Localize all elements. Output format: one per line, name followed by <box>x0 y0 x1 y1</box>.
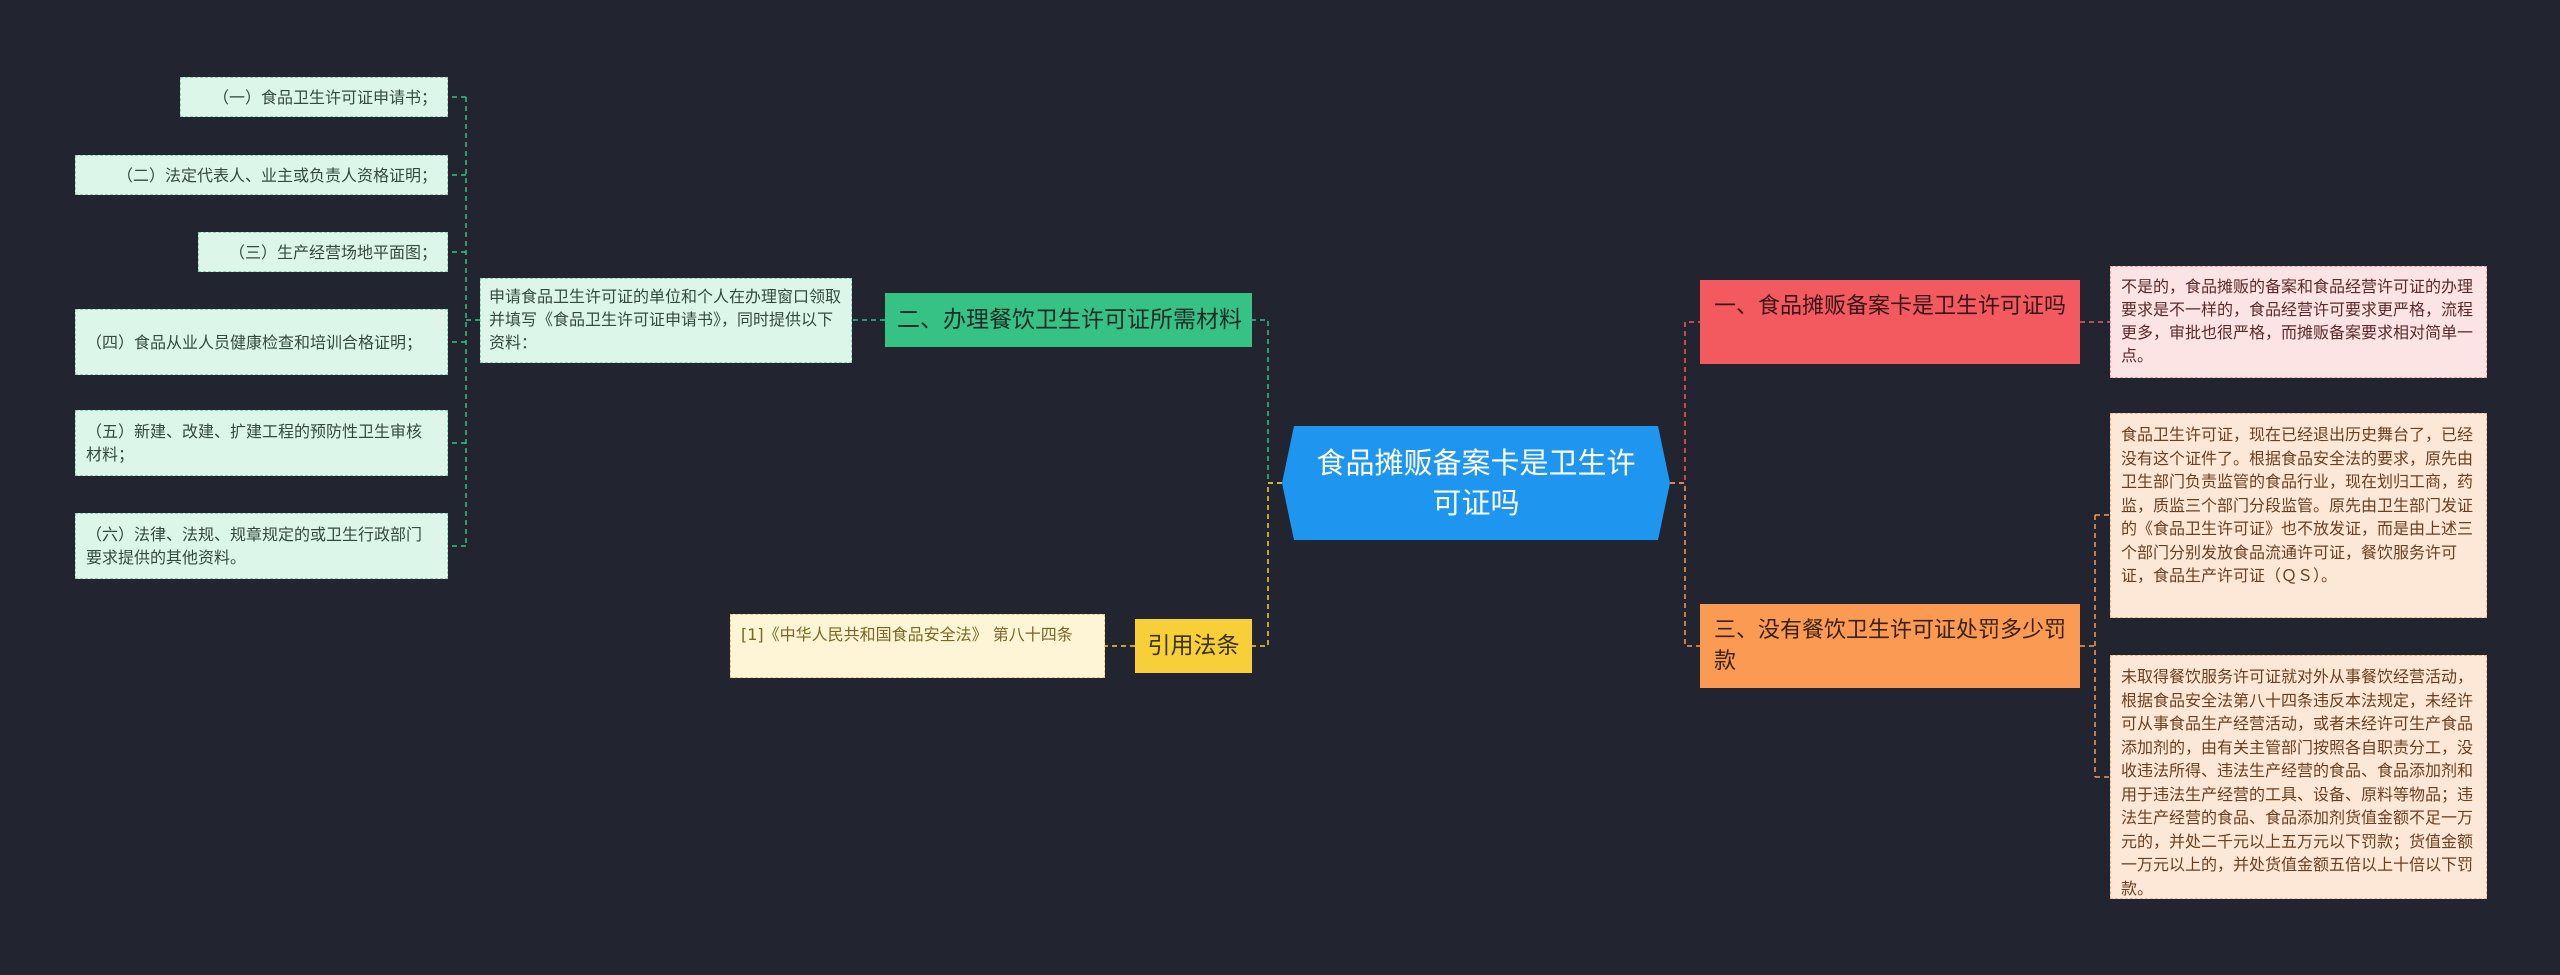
materials-item-6[interactable]: （六）法律、法规、规章规定的或卫生行政部门要求提供的其他资料。 <box>75 513 448 579</box>
penalty-detail-2[interactable]: 未取得餐饮服务许可证就对外从事餐饮经营活动，根据食品安全法第八十四条违反本法规定… <box>2110 655 2487 899</box>
link-root-answer <box>1670 321 1700 484</box>
link-root-law <box>1252 482 1282 647</box>
penalty-detail-1[interactable]: 食品卫生许可证，现在已经退出历史舞台了，已经没有这个证件了。根据食品安全法的要求… <box>2110 413 2487 618</box>
materials-item-5[interactable]: （五）新建、改建、扩建工程的预防性卫生审核材料； <box>75 410 448 476</box>
materials-item-6-text: （六）法律、法规、规章规定的或卫生行政部门要求提供的其他资料。 <box>86 525 423 567</box>
materials-item-4-text: （四）食品从业人员健康检查和培训合格证明； <box>86 332 423 352</box>
link-root-materials <box>1252 319 1282 484</box>
materials-description-text: 申请食品卫生许可证的单位和个人在办理窗口领取并填写《食品卫生许可证申请书》，同时… <box>489 287 842 352</box>
materials-item-3[interactable]: （三）生产经营场地平面图； <box>198 232 448 272</box>
materials-item-2-text: （二）法定代表人、业主或负责人资格证明； <box>116 165 437 185</box>
materials-item-4[interactable]: （四）食品从业人员健康检查和培训合格证明； <box>75 309 448 375</box>
branch-answer[interactable]: 一、食品摊贩备案卡是卫生许可证吗 <box>1700 280 2080 364</box>
branch-materials-label: 二、办理餐饮卫生许可证所需材料 <box>897 307 1242 333</box>
answer-description-text: 不是的，食品摊贩的备案和食品经营许可证的办理要求是不一样的，食品经营许可要求更严… <box>2121 277 2474 365</box>
link-penalty-items <box>2080 514 2110 778</box>
materials-item-5-text: （五）新建、改建、扩建工程的预防性卫生审核材料； <box>86 422 423 464</box>
penalty-detail-2-text: 未取得餐饮服务许可证就对外从事餐饮经营活动，根据食品安全法第八十四条违反本法规定… <box>2121 667 2474 898</box>
materials-item-2[interactable]: （二）法定代表人、业主或负责人资格证明； <box>75 155 448 195</box>
branch-penalty[interactable]: 三、没有餐饮卫生许可证处罚多少罚款 <box>1700 604 2080 688</box>
law-reference[interactable]: [1]《中华人民共和国食品安全法》 第八十四条 <box>730 614 1105 678</box>
materials-item-3-text: （三）生产经营场地平面图； <box>228 242 437 262</box>
penalty-detail-1-text: 食品卫生许可证，现在已经退出历史舞台了，已经没有这个证件了。根据食品安全法的要求… <box>2121 425 2474 585</box>
materials-description[interactable]: 申请食品卫生许可证的单位和个人在办理窗口领取并填写《食品卫生许可证申请书》，同时… <box>480 278 852 363</box>
link-root-penalty <box>1670 482 1700 647</box>
materials-item-1[interactable]: （一）食品卫生许可证申请书； <box>180 77 448 117</box>
link-desc-items <box>448 96 480 547</box>
law-reference-text: [1]《中华人民共和国食品安全法》 第八十四条 <box>741 625 1073 644</box>
answer-description[interactable]: 不是的，食品摊贩的备案和食品经营许可证的办理要求是不一样的，食品经营许可要求更严… <box>2110 266 2487 378</box>
branch-answer-label: 一、食品摊贩备案卡是卫生许可证吗 <box>1714 294 2067 319</box>
branch-law[interactable]: 引用法条 <box>1135 619 1252 673</box>
branch-materials[interactable]: 二、办理餐饮卫生许可证所需材料 <box>885 293 1252 347</box>
root-topic[interactable]: 食品摊贩备案卡是卫生许可证吗 <box>1282 426 1670 540</box>
branch-penalty-label: 三、没有餐饮卫生许可证处罚多少罚款 <box>1714 618 2067 674</box>
root-topic-label: 食品摊贩备案卡是卫生许可证吗 <box>1316 446 1636 520</box>
materials-item-1-text: （一）食品卫生许可证申请书； <box>212 87 437 107</box>
branch-law-label: 引用法条 <box>1147 633 1240 659</box>
